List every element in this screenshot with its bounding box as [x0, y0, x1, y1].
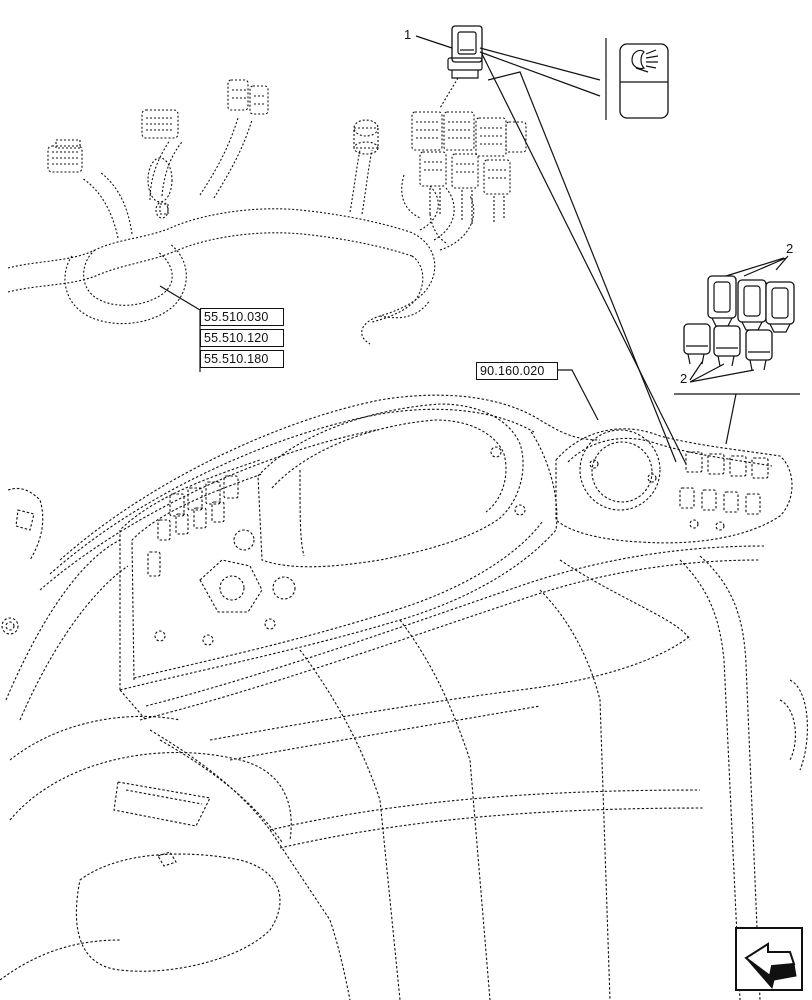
- callout-2-lower: 2: [680, 371, 688, 386]
- harness-reference-stack: 55.510.030 55.510.120 55.510.180: [200, 308, 286, 368]
- harness-ref-2[interactable]: 55.510.120: [200, 329, 284, 347]
- leader-line-switch-to-console: [481, 53, 687, 465]
- harness-ref-1[interactable]: 55.510.030: [200, 308, 284, 326]
- dashboard: [0, 394, 808, 1000]
- leader-line-switch-detail-top: [479, 47, 601, 81]
- switch-symbol-detail: [605, 38, 669, 120]
- leader-line-2-upper: [725, 255, 789, 277]
- cover-detail-bracket: [674, 393, 800, 445]
- console-ref-leader: [552, 369, 599, 421]
- rocker-switch: [439, 25, 483, 109]
- callout-1: 1: [404, 27, 412, 42]
- harness-ref-3[interactable]: 55.510.180: [200, 350, 284, 368]
- back-arrow-icon[interactable]: [735, 927, 803, 991]
- console-ref[interactable]: 90.160.020: [476, 362, 558, 380]
- leader-line-2-lower: [689, 361, 755, 383]
- leader-line-1: [415, 35, 453, 49]
- leader-line-switch-to-console-2: [487, 71, 677, 463]
- callout-2-upper: 2: [786, 241, 794, 256]
- switch-covers: [683, 275, 795, 371]
- work-light-icon: [631, 49, 659, 73]
- wiring-harness: [7, 79, 475, 345]
- leader-line-switch-detail-bottom: [479, 51, 601, 97]
- connector-cluster: [401, 111, 527, 245]
- harness-ref-leader: [159, 285, 201, 372]
